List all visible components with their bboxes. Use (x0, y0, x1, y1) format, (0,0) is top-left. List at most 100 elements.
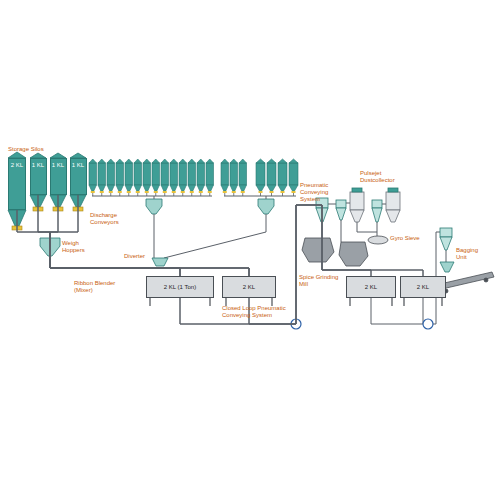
small-silo-part (107, 159, 115, 163)
small-silo (89, 159, 97, 196)
small-silo-part (107, 163, 115, 185)
small-silo-part (161, 185, 169, 191)
small-silo-part (125, 163, 133, 185)
bagging-unit-part (440, 228, 452, 237)
small-silo-part (289, 185, 298, 191)
mixer-legs-part (225, 298, 226, 306)
ribbon-blender: 2 KL (222, 276, 276, 298)
small-silo-part (197, 185, 205, 191)
callout-label: Diverter (124, 253, 158, 260)
small-silo-part (239, 163, 247, 185)
small-silo-part (230, 159, 238, 163)
small-silo (125, 159, 133, 196)
small-silo-part (107, 185, 115, 191)
grinding-mill-part (302, 238, 334, 262)
small-silo-part (270, 191, 274, 193)
small-silo-part (221, 159, 229, 163)
process-pipes-part (423, 298, 424, 324)
process-pipes (328, 203, 446, 324)
cyclones-and-dust-collectors (316, 188, 400, 222)
callout-label: Discharge Conveyors (90, 212, 130, 226)
conveying-line (17, 210, 180, 276)
process-pipes-part (328, 204, 336, 205)
small-silo-part (281, 191, 285, 193)
diverter (152, 258, 168, 266)
small-silo (197, 159, 205, 196)
small-silo-part (239, 159, 247, 163)
mixer-legs-part (349, 298, 350, 306)
small-silo-part (109, 191, 113, 193)
blower (291, 319, 433, 329)
label-text: Gyro Sieve (390, 235, 420, 241)
small-silo-part (116, 163, 124, 185)
callout-label: Pneumatic Conveying System (300, 182, 340, 203)
small-silo-part (152, 159, 160, 163)
small-silo-part (278, 185, 287, 191)
small-silo (143, 159, 151, 196)
weigh-hopper-part (258, 199, 274, 214)
small-silo (98, 159, 106, 196)
small-silo-part (190, 191, 194, 193)
blower-part (423, 319, 433, 329)
label-text: Weigh Hoppers (62, 240, 85, 253)
small-silo-part (116, 159, 124, 163)
feed-lines-part (92, 196, 212, 197)
capacity-text: 2 KL (1 Ton) (164, 284, 196, 291)
grinding-mill-part (339, 242, 368, 266)
small-silo-part (170, 159, 178, 163)
small-silo-part (230, 163, 238, 185)
conveying-line (50, 195, 180, 276)
ribbon-blender: 2 KL (1 Ton) (146, 276, 214, 298)
small-silo-part (197, 163, 205, 185)
small-silo-part (134, 163, 142, 185)
callout-label: Closed Loop Pneumatic Conveying System (222, 305, 288, 319)
small-silo-part (206, 159, 214, 163)
storage-silo: 1 KL (30, 158, 47, 195)
cyclones-and-dust-collectors-part (352, 188, 362, 192)
storage-silo: 2 KL (8, 158, 26, 210)
small-silo-part (154, 191, 158, 193)
small-silo-part (232, 191, 236, 193)
capacity-text: 2 KL (9, 162, 25, 169)
process-pipes-part (341, 220, 342, 242)
small-silo-part (143, 159, 151, 163)
small-silo-part (127, 191, 131, 193)
small-silo-part (230, 185, 238, 191)
small-silo-part (289, 159, 298, 163)
small-ingredient-silos (89, 159, 298, 196)
small-silo (289, 159, 298, 196)
small-silo (107, 159, 115, 196)
small-silo-part (170, 185, 178, 191)
callout-label: Storage Silos (8, 146, 68, 153)
gyro-sieve (368, 236, 388, 244)
callout-label: Weigh Hoppers (62, 240, 102, 254)
cyclones-and-dust-collectors-part (350, 210, 364, 222)
small-silo-part (208, 191, 212, 193)
conveying-line (50, 195, 180, 276)
mixer-legs-part (209, 298, 210, 306)
conveying-line (50, 195, 249, 276)
small-silo (179, 159, 187, 196)
small-silo-part (267, 163, 276, 185)
small-silo (116, 159, 124, 196)
conveying-line (180, 205, 371, 324)
capacity-text: 1 KL (31, 162, 46, 169)
label-text: Pulsejet Dustcollector (360, 170, 395, 183)
small-silo-part (116, 185, 124, 191)
callout-label: Ribbon Blender (Mixer) (74, 280, 134, 294)
capacity-text: 2 KL (417, 284, 429, 291)
small-silo-part (134, 185, 142, 191)
small-silo (239, 159, 247, 196)
callout-label: Pulsejet Dustcollector (360, 170, 406, 184)
small-silo-part (278, 159, 287, 163)
cyclones-and-dust-collectors-part (336, 208, 346, 220)
small-silo-part (241, 191, 245, 193)
weigh-hopper-part (146, 199, 162, 214)
small-silo (206, 159, 214, 196)
capacity-text: 2 KL (365, 284, 377, 291)
discharge-conveyor (12, 207, 83, 230)
conveying-line (38, 195, 249, 276)
small-silo-part (89, 159, 97, 163)
